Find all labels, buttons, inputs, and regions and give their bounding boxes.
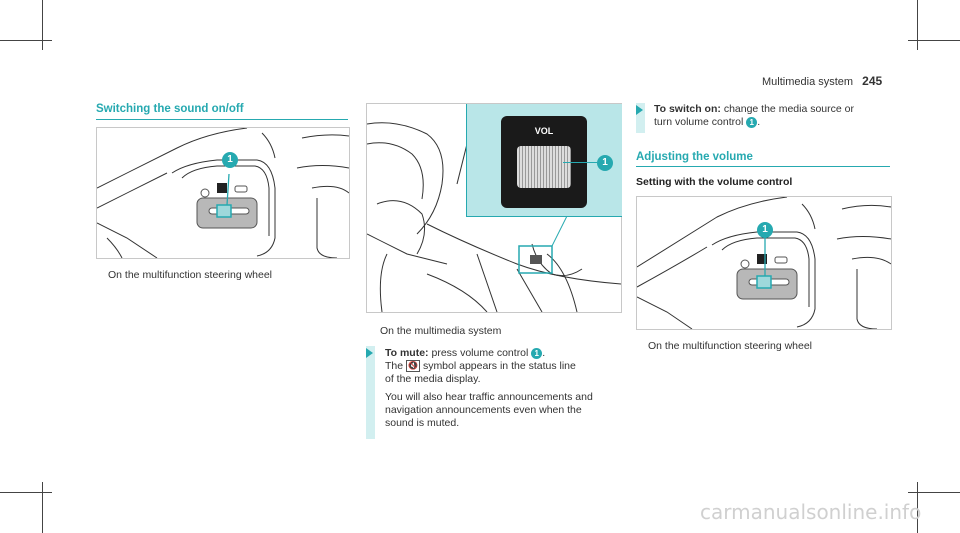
callout-1-badge: 1 <box>222 151 238 169</box>
switch-on-label: To switch on: <box>654 103 721 115</box>
crop-mark <box>0 492 52 493</box>
crop-mark <box>908 40 960 41</box>
figure-multimedia-system: VOL 1 <box>366 103 622 313</box>
callout-1-badge: 1 <box>757 221 773 239</box>
section-rule <box>96 119 348 120</box>
running-header: Multimedia system 245 <box>762 74 882 88</box>
step-bar <box>366 346 375 439</box>
step-arrow-icon <box>636 105 643 115</box>
step-arrow-icon <box>366 348 373 358</box>
crop-mark <box>42 0 43 50</box>
mute-icon: 🔇 <box>406 360 421 373</box>
callout-1-badge: 1 <box>746 116 758 128</box>
switch-on-step: To switch on: change the media source or… <box>654 103 854 128</box>
figure-caption-left: On the multifunction steering wheel <box>108 269 273 281</box>
page-number: 245 <box>862 74 883 88</box>
figure-steering-wheel-left: 1 <box>96 127 350 259</box>
volume-knob <box>517 146 571 188</box>
section-rule <box>636 166 890 167</box>
header-section-title: Multimedia system <box>762 76 854 88</box>
figure-caption-right: On the multifunction steering wheel <box>648 340 813 352</box>
callout-1-badge: 1 <box>531 347 543 359</box>
figure-caption-center: On the multimedia system <box>380 325 502 337</box>
zoom-inset: VOL 1 <box>466 104 622 217</box>
section-heading-adjusting: Adjusting the volume <box>636 151 753 163</box>
crop-mark <box>917 0 918 50</box>
mute-label: To mute: <box>385 347 429 359</box>
callout-leader <box>563 162 597 163</box>
crop-mark <box>917 482 918 533</box>
section-heading-switching: Switching the sound on/off <box>96 103 244 115</box>
step-bar <box>636 103 645 133</box>
crop-mark <box>908 492 960 493</box>
figure-steering-wheel-right: 1 <box>636 196 892 330</box>
crop-mark <box>42 482 43 533</box>
vol-label: VOL <box>534 126 554 136</box>
crop-mark <box>0 40 52 41</box>
watermark: carmanualsonline.info <box>700 500 922 524</box>
mute-step: To mute: press volume control 1. The 🔇 s… <box>385 347 625 430</box>
mute-note: You will also hear traffic announcements… <box>385 391 593 429</box>
callout-1-badge: 1 <box>597 154 613 172</box>
subheading-volume-control: Setting with the volume control <box>636 176 793 188</box>
